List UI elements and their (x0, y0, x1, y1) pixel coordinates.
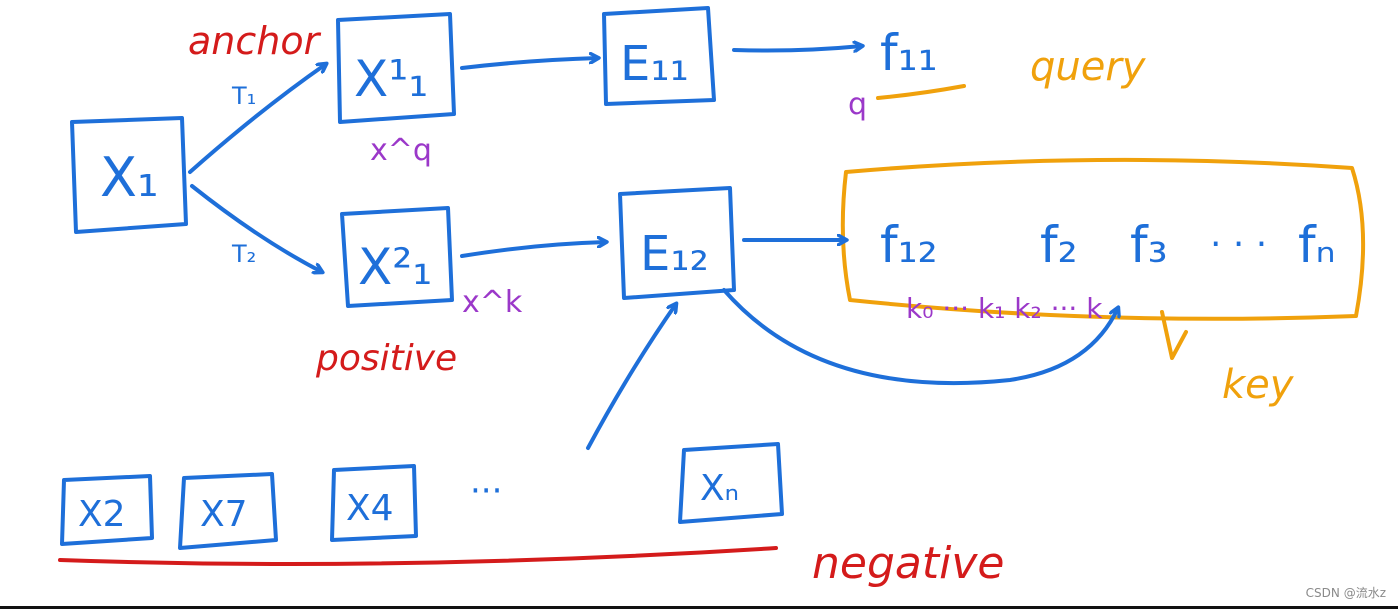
negative-samples: X2 X7 X4 ··· Xₙ (60, 442, 784, 550)
negative-ellipsis: ··· (470, 471, 502, 511)
label-xk: x^k (462, 285, 523, 320)
arrow-enc1-to-f11 (732, 46, 862, 51)
node-encoder-1: E₁₁ (602, 6, 716, 106)
label-t1: T₁ (231, 82, 256, 110)
key-queue: f₁₂ f₂ f₃ · · · fₙ (840, 157, 1366, 321)
label-positive: positive (315, 338, 457, 379)
label-negative: negative (812, 538, 1004, 589)
label-xq: x^q (370, 133, 432, 168)
negative-box-3: X4 (330, 464, 418, 542)
label-key: key (1222, 362, 1295, 408)
node-x1-aug1-label: X¹₁ (354, 50, 428, 108)
negative-label-n: Xₙ (700, 468, 739, 509)
arrow-x1-to-aug1 (188, 64, 326, 174)
watermark: CSDN @流水z (1305, 586, 1386, 600)
negative-label-2: X7 (200, 494, 248, 535)
negative-box-2: X7 (178, 472, 278, 550)
node-x1-aug1: X¹₁ (336, 12, 456, 124)
node-f3-label: f₃ (1130, 216, 1168, 274)
node-x1-label: X₁ (100, 146, 159, 209)
key-pointer-tick (1160, 310, 1188, 360)
arrow-negatives-to-enc2 (586, 304, 676, 450)
node-fn-label: fₙ (1298, 216, 1336, 274)
node-encoder-2: E₁₂ (618, 186, 736, 300)
node-x1-aug2-label: X²₁ (358, 238, 432, 296)
negative-label-3: X4 (346, 488, 394, 529)
label-keys-row: k₀ ··· k₁ k₂ ··· k (906, 292, 1103, 325)
negative-box-n: Xₙ (678, 442, 784, 524)
arrow-x1-to-aug2 (190, 184, 322, 272)
negative-underline (58, 546, 778, 566)
label-q: q (848, 87, 867, 122)
node-f11-label: f₁₁ (880, 24, 938, 82)
node-x1: X₁ (70, 116, 188, 234)
node-f12-label: f₁₂ (880, 216, 938, 274)
arrow-aug2-to-enc2 (460, 242, 606, 258)
label-anchor: anchor (188, 19, 322, 63)
label-query: query (1030, 44, 1147, 90)
negative-label-1: X2 (78, 494, 126, 535)
queue-ellipsis: · · · (1210, 224, 1267, 265)
label-t2: T₂ (231, 240, 256, 268)
arrow-aug1-to-enc1 (460, 58, 598, 70)
node-f2-label: f₂ (1040, 216, 1078, 274)
node-encoder-2-label: E₁₂ (640, 226, 709, 282)
node-encoder-1-label: E₁₁ (620, 36, 689, 92)
bottom-rule (0, 606, 1398, 609)
negative-box-1: X2 (60, 474, 154, 546)
node-f11: f₁₁ (876, 24, 966, 100)
node-x1-aug2: X²₁ (340, 206, 454, 308)
arrow-enqueue-curve (722, 288, 1118, 386)
